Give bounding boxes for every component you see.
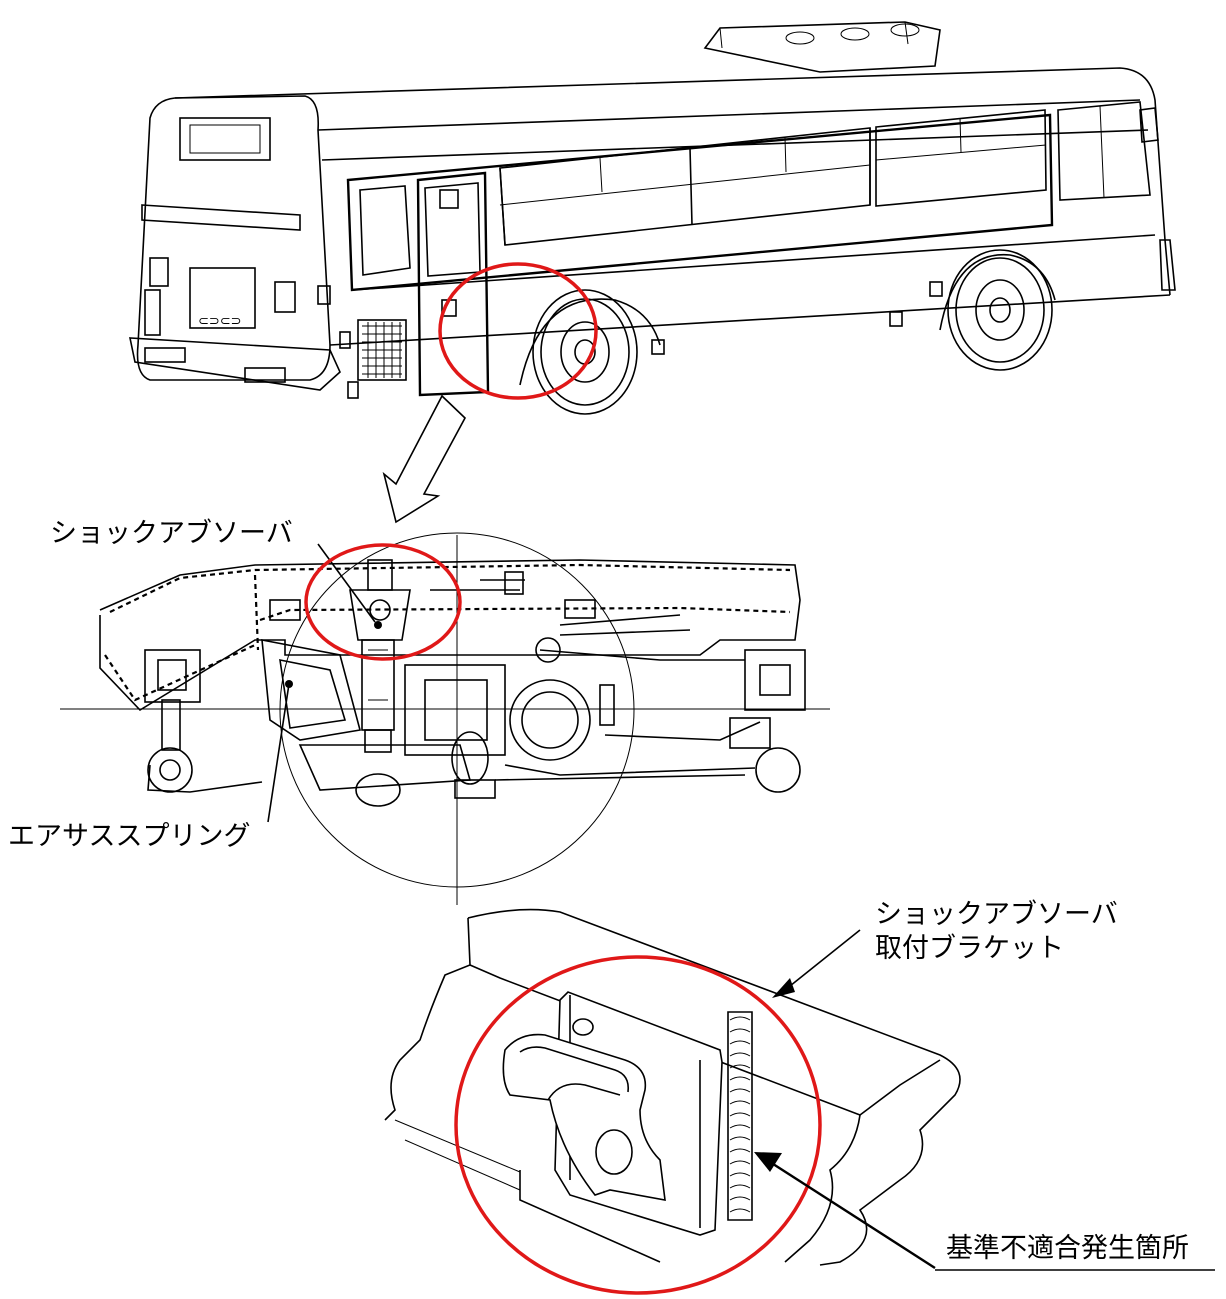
bus-front-wheel [939,249,1056,371]
svg-text:⊂⊃⊂⊃: ⊂⊃⊂⊃ [198,314,242,329]
bracket-label-line2: 取付ブラケット [875,932,1064,964]
bracket-label: ショックアブソーバ 取付ブラケット [875,898,1118,966]
air-spring-label: エアサススプリング [8,821,251,852]
chassis-diagram [60,532,830,905]
shock-absorber-label: ショックアブソーバ [50,518,293,549]
shock-absorber-highlight-circle [304,543,462,661]
defect-location-label: 基準不適合発生箇所 [946,1233,1189,1264]
bus-wheel-highlight-circle [438,262,598,400]
bus-illustration: ⊂⊃⊂⊃ [129,21,1176,415]
bracket-label-line1: ショックアブソーバ [875,899,1118,930]
bracket-highlight-circle [454,955,822,1295]
weld-bead [727,1011,753,1221]
zoom-arrow [382,394,466,524]
shock-absorber [349,559,411,753]
bracket-detail [384,908,1215,1295]
